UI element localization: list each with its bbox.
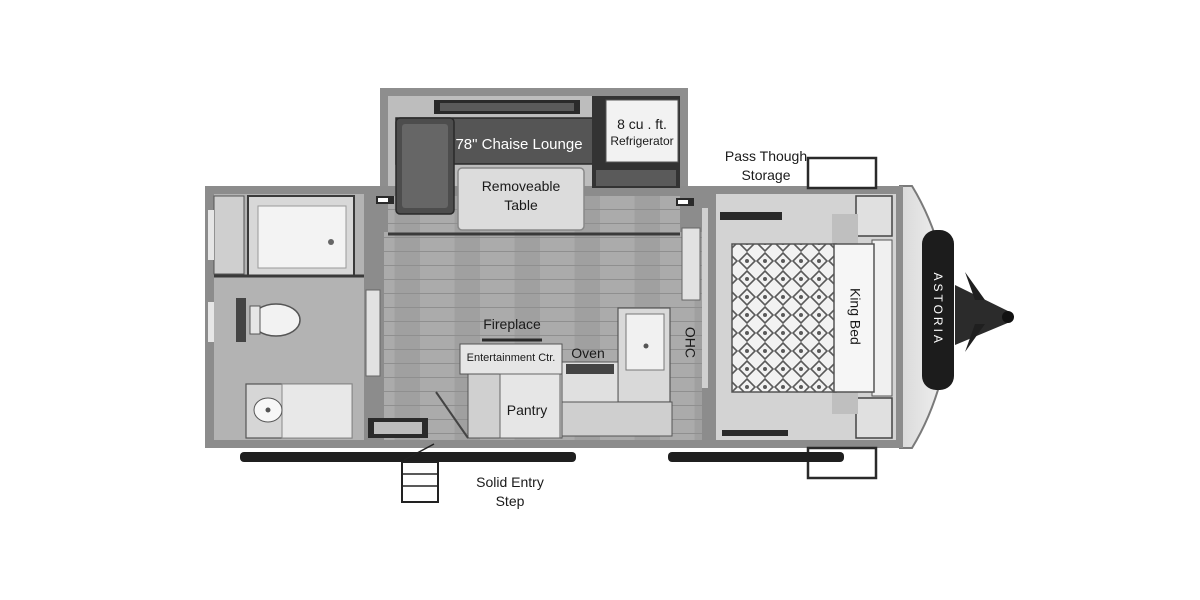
entry-step-label-line2: Step <box>495 493 525 509</box>
chaise-lounge <box>395 117 597 215</box>
oven-label: Oven <box>571 345 605 361</box>
bedroom <box>720 195 893 439</box>
pantry-label: Pantry <box>506 402 548 418</box>
shower <box>247 195 355 277</box>
brand-logo: ASTORIA <box>931 272 946 346</box>
brand-plate <box>922 230 954 390</box>
table-label-line2: Table <box>504 197 538 213</box>
entertainment-center <box>459 338 563 375</box>
king-bed-label: King Bed <box>847 287 864 345</box>
pass-through-label-line2: Storage <box>741 167 791 183</box>
bath-sink <box>245 383 353 439</box>
pass-through-storage <box>806 156 878 190</box>
entry-step-label-line1: Solid Entry <box>476 474 544 490</box>
chaise-lounge-label: 78" Chaise Lounge <box>455 136 583 153</box>
pass-through-label-line1: Pass Though <box>724 148 808 164</box>
kitchen <box>561 227 701 437</box>
pantry <box>467 373 563 439</box>
ohc-label: OHC <box>682 326 699 358</box>
toilet <box>236 298 301 342</box>
refrigerator-label: Refrigerator <box>610 134 674 148</box>
refrigerator-size-label: 8 cu . ft. <box>617 116 667 132</box>
entry-step <box>401 443 439 503</box>
awning-rail <box>240 452 576 462</box>
removeable-table <box>457 167 585 231</box>
entertainment-label: Entertainment Ctr. <box>466 352 556 364</box>
table-label-line1: Removeable <box>481 178 561 194</box>
refrigerator <box>592 96 680 188</box>
fireplace-label: Fireplace <box>483 316 541 332</box>
hitch <box>955 272 1014 352</box>
